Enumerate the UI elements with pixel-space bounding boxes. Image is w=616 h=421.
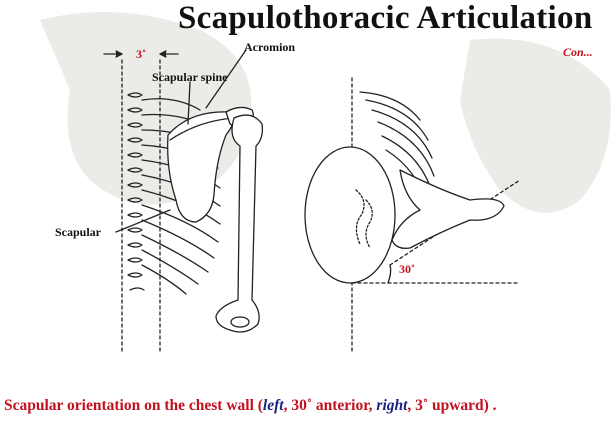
scapular-label: Scapular [55,225,102,239]
thorax-section [304,146,396,284]
figure-caption: Scapular orientation on the chest wall (… [4,397,497,415]
angle-arc [387,264,392,284]
acromion-label: Acromion [244,40,296,54]
page-title: Scapulothoracic Articulation [178,0,593,36]
angle-upward-label: 3˚ [136,47,146,61]
caption-right-word: right [376,397,408,414]
vertebral-column [127,92,145,291]
scapula-outline [167,111,234,223]
caption-left-word: left [262,397,284,414]
humerus [215,114,264,333]
angle-anterior-label: 30˚ [399,262,415,276]
continued-label: Con... [563,45,593,59]
caption-part3: , 3˚ upward) . [407,397,497,414]
scapular-spine-label: Scapular spine [152,70,228,84]
caption-part2: , 30˚ anterior, [283,397,377,414]
caption-part1: Scapular orientation on the chest wall ( [4,397,263,414]
scapula-superior [391,169,505,249]
